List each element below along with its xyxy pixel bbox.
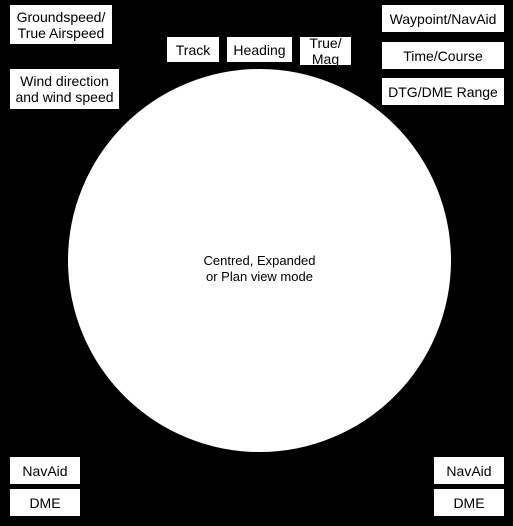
waypoint-navaid-box: Waypoint/NavAid [381,4,505,33]
dtg-dme-range-box: DTG/DME Range [381,77,505,106]
wind-direction-speed-box: Wind direction and wind speed [9,68,120,110]
time-course-box: Time/Course [381,41,505,70]
dme-left-box: DME [9,488,81,517]
true-mag-box: True/ Mag [299,35,352,67]
display-area-circle [68,69,451,452]
groundspeed-true-airspeed-box: Groundspeed/ True Airspeed [9,4,113,45]
dme-right-box: DME [433,488,505,517]
navaid-right-box: NavAid [433,456,505,485]
display-mode-label: Centred, Expanded or Plan view mode [203,253,316,284]
heading-box: Heading [226,36,293,63]
track-box: Track [166,36,220,63]
navaid-left-box: NavAid [9,456,81,485]
